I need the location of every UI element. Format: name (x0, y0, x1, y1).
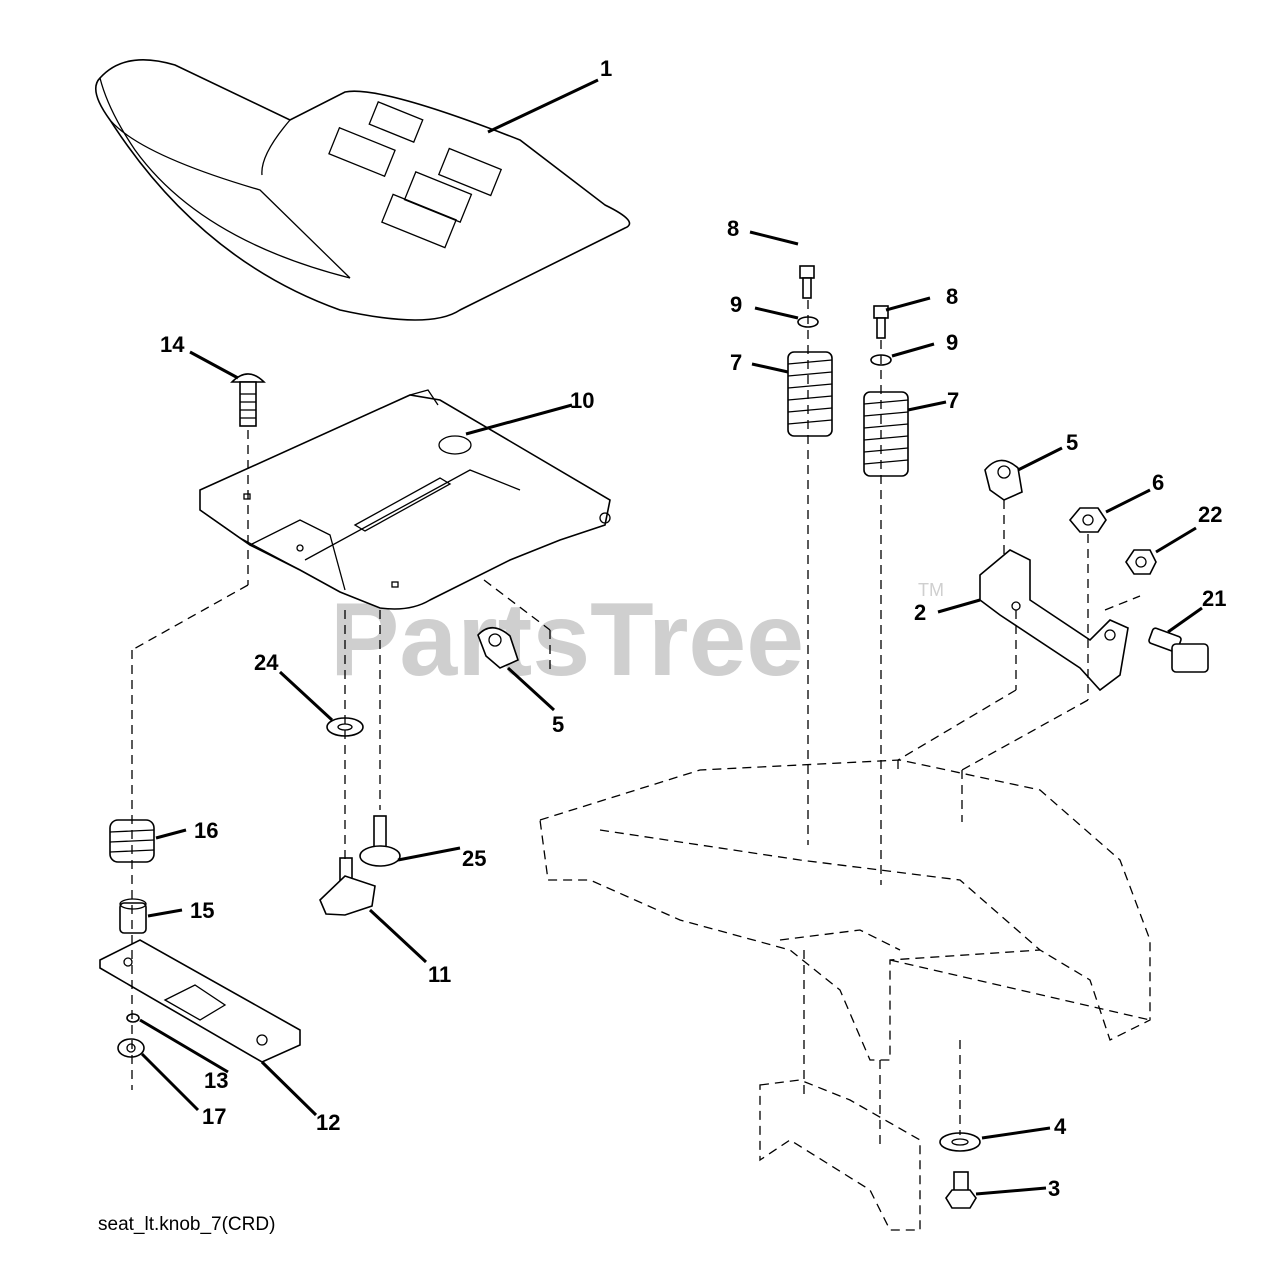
callout-25: 25 (462, 846, 486, 871)
spring-part-left (787, 351, 833, 437)
knob-part (319, 857, 376, 916)
callout-9-left: 9 (730, 292, 742, 317)
watermark-trademark: TM (918, 580, 944, 600)
callout-22: 22 (1198, 502, 1222, 527)
callout-5-lower: 5 (552, 712, 564, 737)
callout-15: 15 (190, 898, 214, 923)
diagram-caption: seat_lt.knob_7(CRD) (98, 1214, 276, 1235)
callout-11: 11 (428, 962, 451, 987)
callout-14: 14 (160, 332, 185, 357)
leader-lines (139, 78, 1203, 1196)
hex-bolt-part-3 (945, 1171, 977, 1209)
callout-13: 13 (204, 1068, 228, 1093)
callout-16: 16 (194, 818, 218, 843)
callout-8-right: 8 (946, 284, 958, 309)
bolt-part-right (873, 305, 889, 339)
callout-3: 3 (1048, 1176, 1060, 1201)
small-part-13 (126, 1013, 140, 1023)
callout-6: 6 (1152, 470, 1164, 495)
nut-part-6 (1068, 507, 1107, 533)
callout-9-right: 9 (946, 330, 958, 355)
callout-24: 24 (254, 650, 279, 675)
callout-21: 21 (1202, 586, 1226, 611)
small-spring-part (109, 819, 155, 863)
washer-part-4 (939, 1132, 981, 1152)
callout-7-right: 7 (947, 388, 959, 413)
bolt-part-left (799, 265, 815, 299)
callout-2: 2 (914, 600, 926, 625)
callout-4: 4 (1054, 1114, 1067, 1139)
clip-part-lower (477, 626, 519, 669)
assembly-lines (131, 300, 1141, 1145)
spacer-part (119, 898, 147, 934)
spring-part-right (863, 391, 909, 477)
flange-bolt-part (359, 815, 401, 867)
callout-17: 17 (202, 1104, 226, 1129)
seat-part (94, 59, 631, 321)
callout-7-left: 7 (730, 350, 742, 375)
seat-pan-part (199, 389, 611, 610)
callout-5-upper: 5 (1066, 430, 1078, 455)
nut-part-17 (117, 1038, 145, 1058)
adjust-plate-part (99, 939, 301, 1063)
bracket-part (979, 549, 1129, 692)
shoulder-bolt-part (1148, 627, 1209, 673)
callout-8-left: 8 (727, 216, 739, 241)
callout-1: 1 (600, 56, 612, 81)
carriage-bolt-part (230, 373, 266, 427)
callout-12: 12 (316, 1110, 340, 1135)
callout-10: 10 (570, 388, 594, 413)
fender-reference (539, 759, 1151, 1231)
nut-part-22 (1125, 549, 1157, 575)
clip-part-upper (984, 459, 1023, 501)
